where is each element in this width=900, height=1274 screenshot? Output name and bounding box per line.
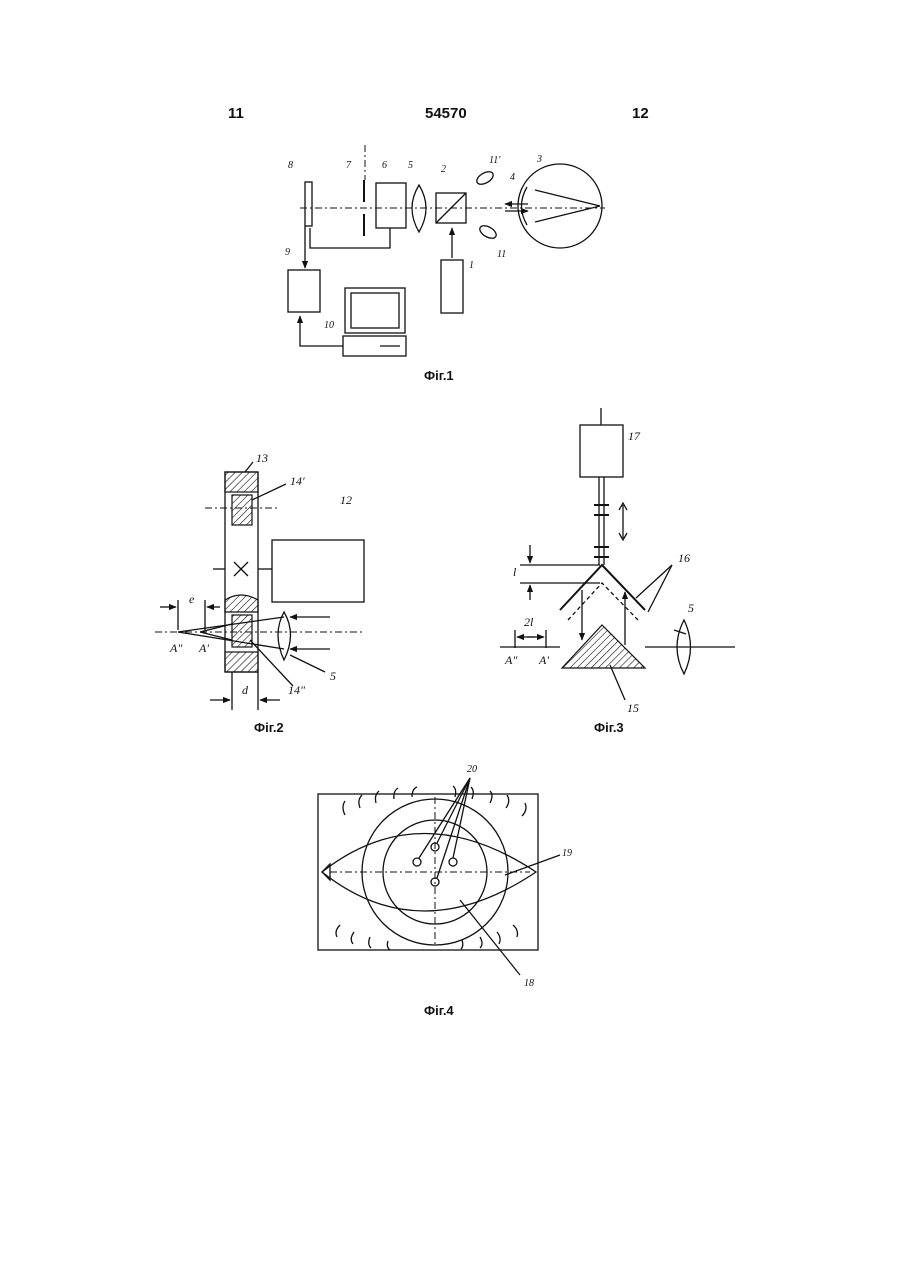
svg-text:A": A": [169, 641, 183, 655]
lens-5-fig2: [278, 612, 291, 660]
figure-2-schematic: 13 14' 12 e A" A' 14" 5 d: [155, 451, 364, 710]
svg-text:8: 8: [288, 160, 293, 171]
svg-text:12: 12: [340, 493, 352, 507]
svg-text:d: d: [242, 683, 249, 697]
svg-text:11: 11: [497, 249, 506, 260]
monitor-10: [345, 288, 405, 333]
svg-text:5: 5: [688, 601, 694, 615]
prism-15: [562, 625, 645, 668]
svg-text:16: 16: [678, 551, 690, 565]
svg-text:A": A": [504, 653, 518, 667]
svg-text:19: 19: [562, 848, 572, 859]
source-1: [441, 260, 463, 313]
svg-text:9: 9: [285, 247, 290, 258]
svg-text:5: 5: [408, 160, 413, 171]
svg-text:18: 18: [524, 978, 534, 989]
figure-2-caption: Фіг.2: [254, 720, 284, 735]
svg-text:13: 13: [256, 451, 268, 465]
block-17: [580, 425, 623, 477]
detector-8: [305, 182, 312, 226]
svg-text:15: 15: [627, 701, 639, 715]
svg-text:11': 11': [489, 155, 501, 166]
figure-4-eye: 20 19 18: [318, 764, 572, 989]
figure-1-schematic: 8 7 6 5 2 11' 3 4 11 1 9 10: [285, 145, 605, 356]
svg-text:6: 6: [382, 160, 387, 171]
figure-1-caption: Фіг.1: [424, 368, 454, 383]
svg-text:7: 7: [346, 160, 352, 171]
svg-text:A': A': [198, 641, 209, 655]
svg-text:10: 10: [324, 320, 334, 331]
svg-text:e: e: [189, 592, 195, 606]
processor-9: [288, 270, 320, 312]
svg-text:14': 14': [290, 474, 305, 488]
svg-text:4: 4: [510, 172, 515, 183]
svg-text:20: 20: [467, 764, 477, 775]
svg-text:1: 1: [469, 260, 474, 271]
svg-text:14": 14": [288, 683, 306, 697]
motor-12: [272, 540, 364, 602]
svg-text:2l: 2l: [524, 615, 534, 629]
svg-text:3: 3: [536, 154, 542, 165]
svg-text:17: 17: [628, 429, 641, 443]
svg-text:5: 5: [330, 669, 336, 683]
figure-3-schematic: 17 l 16 2l A" A' 5 15: [500, 408, 735, 715]
svg-text:l: l: [513, 565, 517, 579]
svg-text:2: 2: [441, 164, 446, 175]
figure-3-caption: Фіг.3: [594, 720, 624, 735]
svg-text:A': A': [538, 653, 549, 667]
figure-4-caption: Фіг.4: [424, 1003, 454, 1018]
eye-3: [518, 164, 602, 248]
block-6: [376, 183, 406, 228]
